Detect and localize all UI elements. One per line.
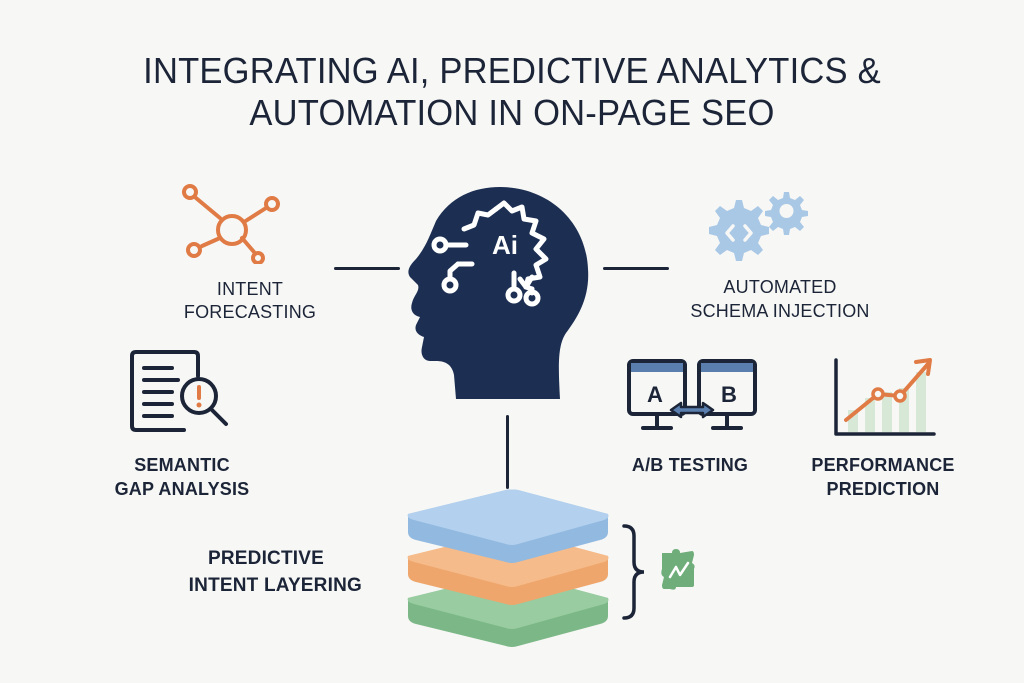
- label-line: PERFORMANCE: [811, 455, 955, 475]
- node-label-automated-schema-injection: AUTOMATED SCHEMA INJECTION: [680, 275, 880, 323]
- node-label-performance-prediction: PERFORMANCE PREDICTION: [793, 453, 973, 501]
- stacked-layers-icon: [378, 478, 648, 678]
- connector-down: [506, 415, 509, 489]
- connector-right: [603, 267, 669, 270]
- label-line: SEMANTIC: [134, 455, 230, 475]
- label-line: PREDICTIVE: [207, 548, 325, 569]
- label-line: INTENT LAYERING: [188, 575, 362, 596]
- node-label-semantic-gap-analysis: SEMANTIC GAP ANALYSIS: [92, 453, 272, 501]
- label-line: A/B TESTING: [631, 455, 749, 475]
- node-label-intent-forecasting: INTENT FORECASTING: [150, 278, 350, 324]
- svg-text:B: B: [721, 382, 737, 407]
- title-line-2: AUTOMATION IN ON-PAGE SEO: [249, 92, 775, 133]
- network-nodes-icon: [172, 184, 282, 264]
- connector-left: [334, 267, 400, 270]
- label-line: GAP ANALYSIS: [114, 479, 250, 499]
- svg-text:Ai: Ai: [492, 230, 518, 260]
- page-title: INTEGRATING AI, PREDICTIVE ANALYTICS & A…: [20, 50, 1003, 134]
- svg-text:A: A: [647, 382, 663, 407]
- label-line: FORECASTING: [183, 302, 317, 322]
- green-puzzle-check-icon: [658, 547, 698, 591]
- code-gears-icon: [700, 190, 820, 270]
- label-line: PREDICTION: [826, 479, 940, 499]
- ai-head-icon: Ai: [408, 185, 594, 400]
- ab-monitors-icon: A B: [625, 358, 759, 434]
- node-label-ab-testing: A/B TESTING: [600, 453, 780, 477]
- trend-chart-icon: [832, 354, 936, 438]
- label-line: SCHEMA INJECTION: [690, 301, 870, 321]
- title-line-1: INTEGRATING AI, PREDICTIVE ANALYTICS &: [143, 50, 881, 91]
- node-label-predictive-intent-layering: PREDICTIVE INTENT LAYERING: [150, 545, 362, 599]
- label-line: AUTOMATED: [723, 277, 837, 297]
- curly-brace: [620, 522, 650, 622]
- label-line: INTENT: [216, 279, 284, 299]
- document-magnifier-icon: [128, 350, 238, 440]
